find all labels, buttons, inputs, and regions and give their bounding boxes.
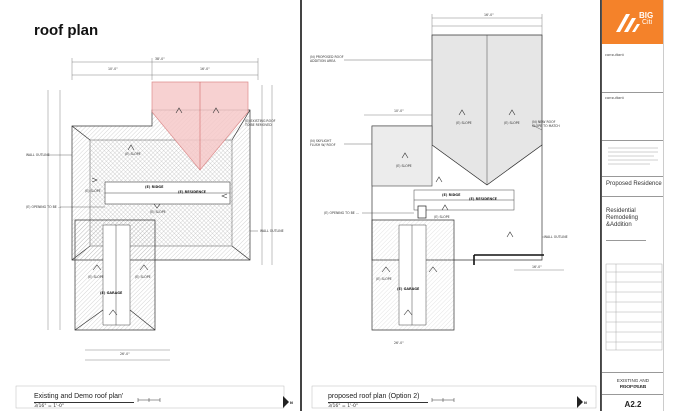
tb-divider-3 (602, 176, 664, 177)
tb-underline (606, 240, 646, 241)
left-plan-scale: 3/16" = 1'-0" (34, 404, 65, 409)
svg-text:N: N (290, 401, 293, 405)
svg-text:(E) SLOPE: (E) SLOPE (396, 164, 412, 168)
svg-text:TO BE REMOVED: TO BE REMOVED (244, 123, 272, 127)
svg-text:10'-0": 10'-0" (394, 109, 404, 113)
svg-text:(N) SKYLIGHT: (N) SKYLIGHT (310, 139, 331, 143)
svg-text:FLUSH W/ ROOF: FLUSH W/ ROOF (310, 143, 336, 147)
page-label: roof plan (34, 22, 99, 39)
svg-text:WALL OUTLINE: WALL OUTLINE (260, 229, 284, 233)
svg-text:(E) SLOPE: (E) SLOPE (376, 277, 392, 281)
svg-text:(E) SLOPE: (E) SLOPE (456, 121, 472, 125)
dimension-text-left: 10'-0" 16'-0" 38'-0" 26'-0" (108, 57, 210, 356)
svg-text:(E) SLOPE: (E) SLOPE (85, 189, 101, 193)
ridge-label-left: (E) RIDGE (145, 185, 164, 189)
consultant-label-1: consultant (605, 53, 624, 57)
leader-notes-left: WALL OUTLINE (E) OPENING TO BE ... WALL … (26, 119, 284, 233)
existing-garage-roof (74, 219, 156, 331)
svg-text:WALL OUTLINE: WALL OUTLINE (544, 235, 568, 239)
svg-text:10'-0": 10'-0" (108, 67, 118, 71)
svg-text:(N) PROPOSED ROOF: (N) PROPOSED ROOF (310, 55, 344, 59)
residence-label-right: (E) RESIDENCE (469, 197, 498, 201)
residence-label-left: (E) RESIDENCE (178, 190, 207, 194)
project-name: Proposed Residence (606, 181, 662, 187)
svg-text:WALL OUTLINE: WALL OUTLINE (26, 153, 50, 157)
tb-notes-block (608, 147, 658, 165)
svg-text:16'-0": 16'-0" (484, 13, 494, 17)
proposed-roof-plan-drawing: 16'-0" 10'-0" 16'-0" 26'-0" (310, 13, 597, 409)
ridge-label-right: (E) RIDGE (442, 193, 461, 197)
sheet-title-line-1: EXISTING AND PROPOSED (616, 378, 650, 389)
tb-divider-6 (602, 394, 664, 395)
left-plan-caption: Existing and Demo roof plan' (34, 393, 124, 400)
leader-notes-right: (N) PROPOSED ROOF ADDITION AREA (N) SKYL… (310, 55, 568, 239)
consultant-label-2: consultant (605, 96, 624, 100)
svg-text:38'-0": 38'-0" (155, 57, 165, 61)
scale-bar-left (137, 398, 161, 402)
tb-divider-2 (602, 140, 664, 141)
scale-bar-right (431, 398, 455, 402)
svg-text:26'-0": 26'-0" (120, 352, 130, 356)
dimension-lines-top-right (364, 14, 564, 271)
proposed-roof-plan-sheet: 16'-0" 10'-0" 16'-0" 26'-0" (304, 0, 600, 411)
tb-divider-5 (602, 372, 664, 373)
svg-text:(E) SLOPE: (E) SLOPE (125, 152, 141, 156)
tb-divider-4 (602, 196, 664, 197)
project-desc-3: &Addition (606, 222, 632, 228)
sheet-divider-1 (300, 0, 302, 411)
slope-arrows-right (381, 109, 516, 316)
slope-text-left: (E) SLOPE (E) SLOPE (E) SLOPE (E) SLOPE … (85, 152, 166, 279)
proposed-garage-roof (371, 219, 455, 331)
right-plan-caption: proposed roof plan (Option 2) (328, 393, 420, 400)
demo-roof-area (151, 81, 249, 171)
sheet-number: A2.2 (624, 400, 642, 409)
sheet-title-line-2: ROOF PLAN (619, 384, 647, 389)
svg-text:ADDITION AREA: ADDITION AREA (310, 59, 336, 63)
logo-text-citi: Citi (642, 19, 653, 26)
revision-table (605, 263, 663, 351)
svg-text:N: N (584, 401, 587, 405)
project-desc-2: Remodeling (606, 215, 639, 221)
garage-label-left: (E) GARAGE (100, 291, 123, 295)
north-arrow-right: N (577, 396, 587, 408)
right-plan-scale: 3/16" = 1'-0" (328, 404, 359, 409)
right-margin-strip (663, 0, 680, 411)
svg-text:(E) SLOPE: (E) SLOPE (504, 121, 520, 125)
existing-roof-plan-sheet: roof plan 10'-0" 16'-0" (0, 0, 300, 411)
company-logo: BIG Citi (602, 0, 664, 44)
logo-mark-icon (616, 14, 640, 32)
existing-roof-plan-drawing: 10'-0" 16'-0" 38'-0" 26'-0" (15, 57, 293, 409)
dimension-text-right: 16'-0" 10'-0" 16'-0" 26'-0" (394, 13, 542, 345)
leader-lines-left (48, 154, 258, 232)
caption-underline-left (34, 402, 134, 403)
svg-text:SLOPE TO MATCH: SLOPE TO MATCH (532, 124, 560, 128)
svg-text:(E) OPENING TO BE ...: (E) OPENING TO BE ... (26, 205, 61, 209)
svg-text:(E) SLOPE: (E) SLOPE (135, 275, 151, 279)
north-arrow-left: N (283, 396, 293, 408)
svg-text:(E) EXISTING ROOF: (E) EXISTING ROOF (245, 119, 276, 123)
svg-text:(E) SLOPE: (E) SLOPE (434, 215, 450, 219)
slope-arrows-left (91, 107, 228, 316)
slope-text-right: (E) SLOPE (E) SLOPE (E) SLOPE (E) SLOPE … (376, 121, 520, 281)
svg-text:(N) NEW ROOF: (N) NEW ROOF (532, 120, 556, 124)
logo-text-big: BIG (639, 11, 654, 20)
svg-text:(E) OPENING TO BE ...: (E) OPENING TO BE ... (324, 211, 359, 215)
svg-text:16'-0": 16'-0" (532, 265, 542, 269)
project-desc-1: Residential (606, 208, 636, 214)
garage-label-right: (E) GARAGE (397, 287, 420, 291)
svg-text:26'-0": 26'-0" (394, 341, 404, 345)
svg-text:16'-0": 16'-0" (200, 67, 210, 71)
caption-frame-right (311, 385, 597, 409)
leader-lines-right (344, 59, 544, 238)
caption-underline-right (328, 402, 428, 403)
svg-text:(E) SLOPE: (E) SLOPE (150, 210, 166, 214)
title-block: BIG Citi consultant consultant Proposed … (601, 0, 664, 411)
dimension-lines-top (47, 58, 273, 361)
svg-text:(E) SLOPE: (E) SLOPE (88, 275, 104, 279)
tb-divider-1 (602, 92, 664, 93)
sheet-divider-3 (600, 0, 602, 411)
